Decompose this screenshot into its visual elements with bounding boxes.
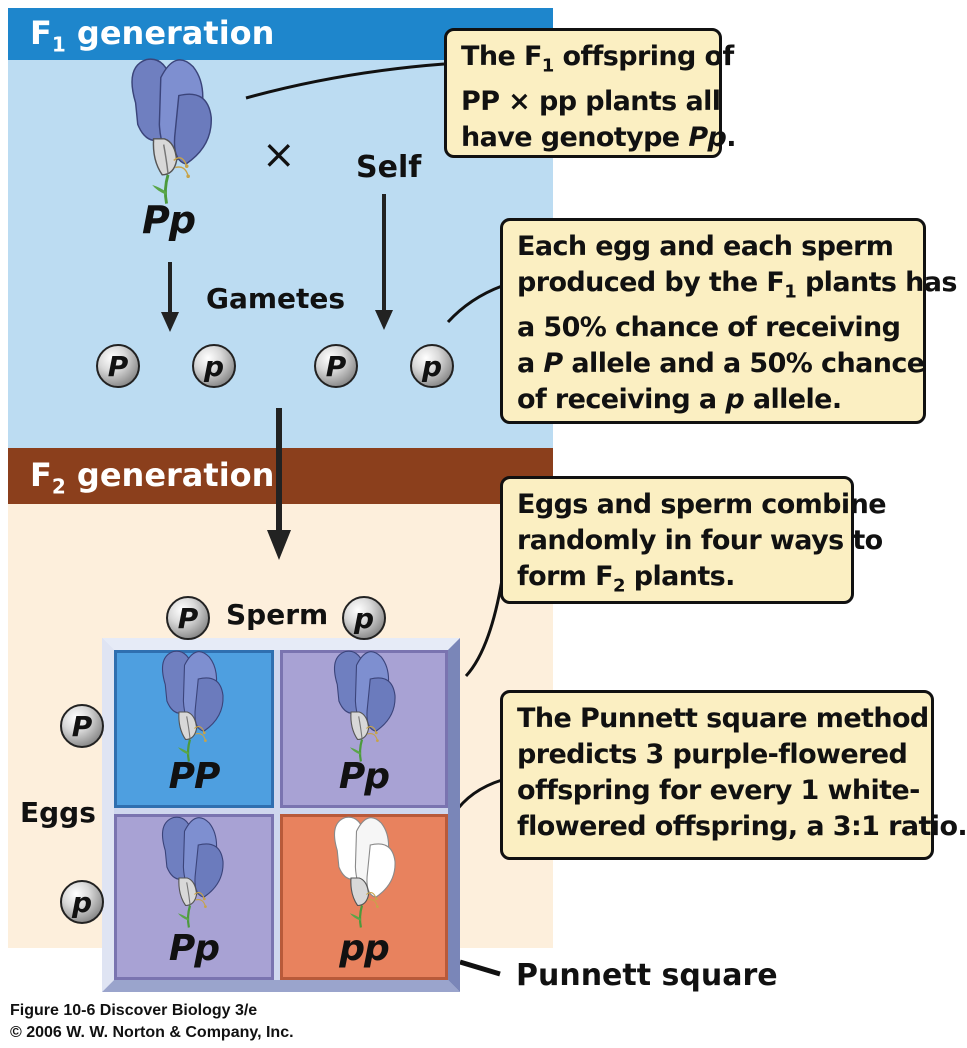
sperm-allele: p: [342, 596, 386, 640]
callout-random-combination: Eggs and sperm combine randomly in four …: [500, 476, 887, 604]
purple-flower-icon: [161, 816, 225, 929]
f1-genotype: Pp: [142, 198, 196, 242]
punnett-square-label: Punnett square: [516, 958, 778, 993]
copyright-caption: © 2006 W. W. Norton & Company, Inc.: [10, 1024, 294, 1041]
gametes-label: Gametes: [206, 282, 346, 315]
gamete-allele: P: [96, 344, 140, 388]
eggs-label: Eggs: [20, 796, 96, 829]
cell-genotype: Pp: [338, 756, 390, 797]
cell-genotype: Pp: [168, 928, 220, 969]
figure-caption: Figure 10-6 Discover Biology 3/e: [10, 1002, 258, 1019]
callout-f1-offspring: The F1 offspring of PP × pp plants all h…: [444, 28, 736, 158]
cell-genotype: PP: [168, 756, 221, 797]
self-label: Self: [356, 150, 422, 185]
gamete-allele: p: [410, 344, 454, 388]
egg-allele: P: [60, 704, 104, 748]
purple-flower-icon: [161, 650, 225, 763]
sperm-label: Sperm: [226, 598, 329, 631]
gamete-allele: P: [314, 344, 358, 388]
cell-genotype: pp: [339, 928, 390, 969]
cross-symbol: ×: [262, 132, 296, 178]
egg-allele: p: [60, 880, 104, 924]
sperm-allele: P: [166, 596, 210, 640]
purple-flower-icon: [333, 650, 397, 763]
callout-gamete-chance: Each egg and each sperm produced by the …: [500, 218, 957, 424]
white-flower-icon: [333, 816, 397, 929]
callout-punnett-ratio: The Punnett square method predicts 3 pur…: [500, 690, 967, 860]
gamete-allele: p: [192, 344, 236, 388]
